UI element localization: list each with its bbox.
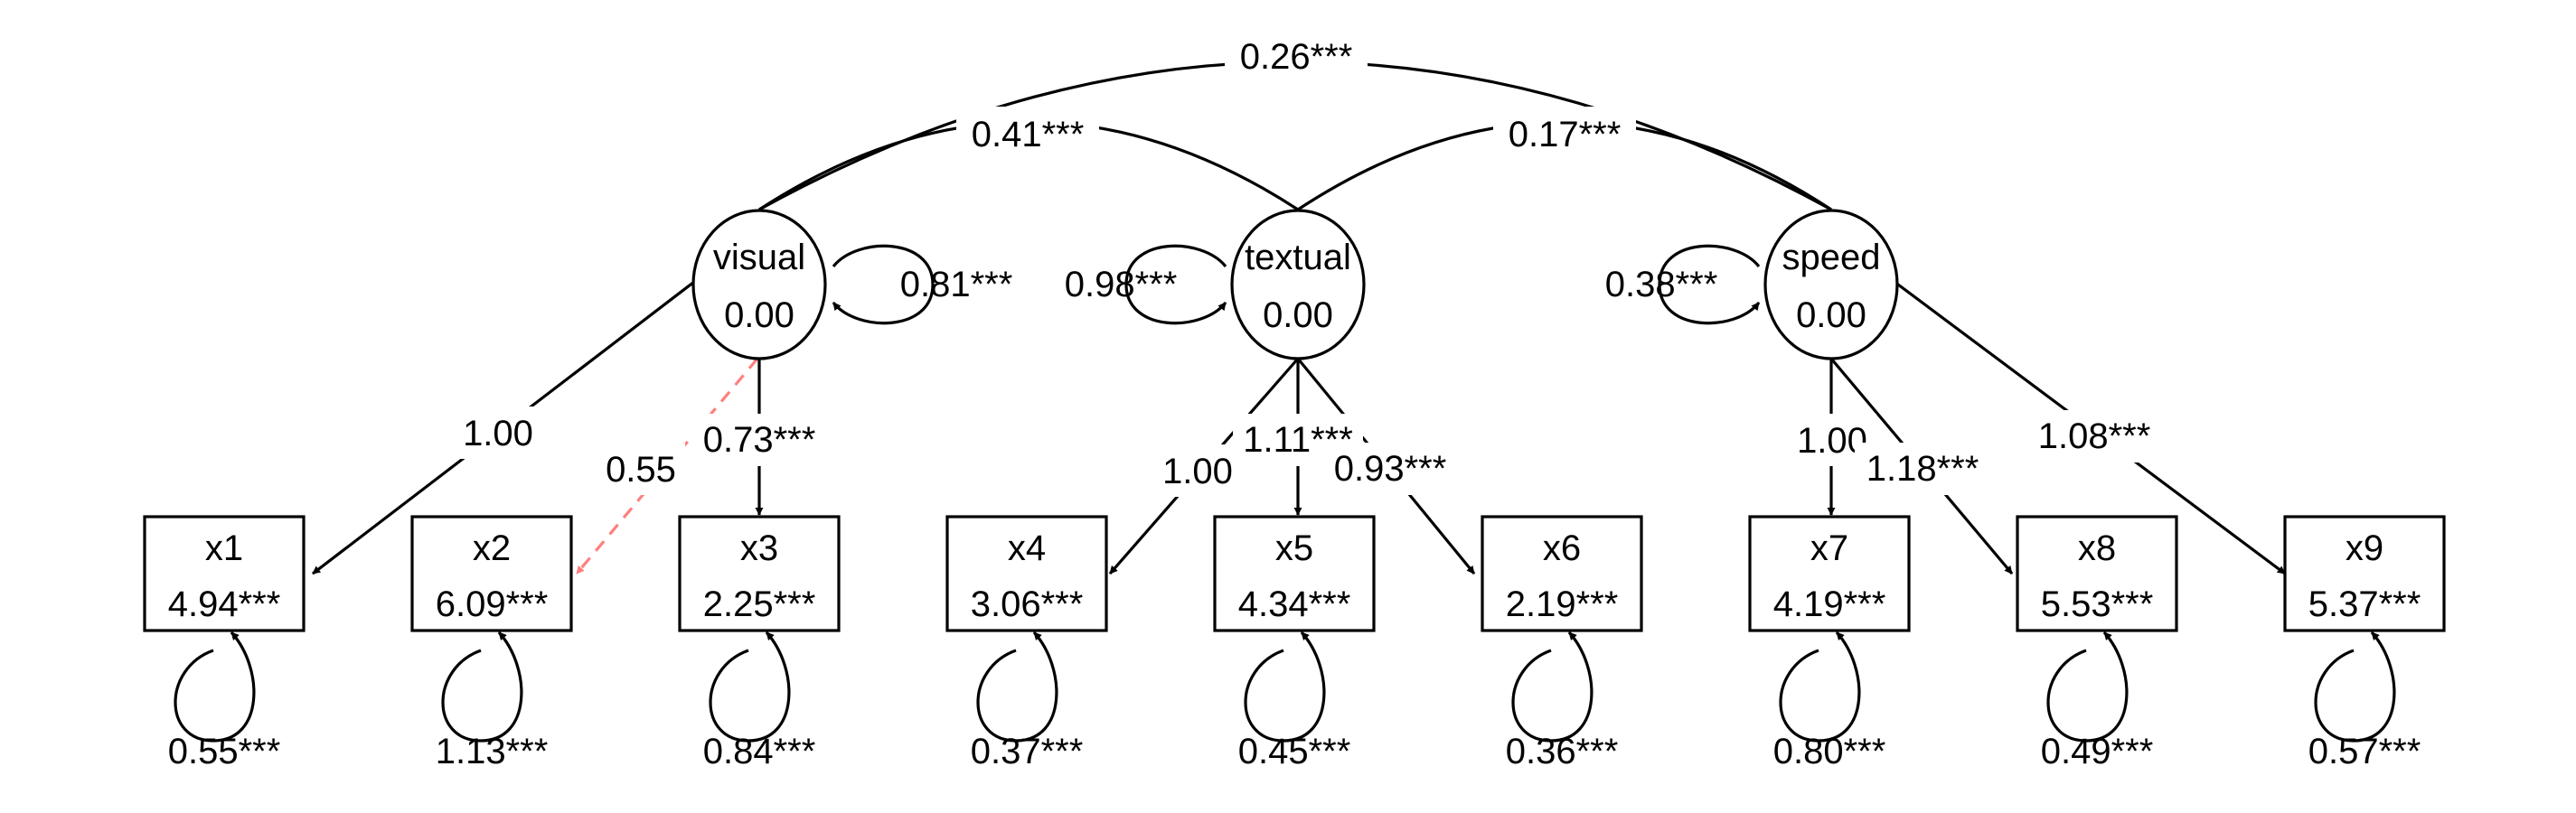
loading-label-visual-x3: 0.73***	[703, 420, 816, 460]
indicator-node-x8: x8 5.53***	[2016, 515, 2178, 632]
residual-label-x4: 0.37***	[971, 732, 1084, 771]
residual-label-x9: 0.57***	[2308, 732, 2421, 771]
residual-loop-x2	[441, 631, 523, 743]
residual-labels: 0.55*** 1.13*** 0.84*** 0.37*** 0.45*** …	[168, 732, 2421, 771]
indicator-nodes: x1 4.94*** x2 6.09*** x3 2.25*** x4 3.06…	[143, 515, 2446, 632]
indicator-value-x6: 2.19***	[1506, 584, 1619, 624]
indicator-name-x9: x9	[2346, 528, 2383, 568]
loading-label-speed-x8: 1.18***	[1866, 449, 1979, 489]
variance-label-speed: 0.38***	[1605, 265, 1718, 304]
indicator-name-x7: x7	[1810, 528, 1848, 568]
indicator-value-x1: 4.94***	[168, 584, 281, 624]
covariance-label-visual-speed: 0.26***	[1240, 37, 1353, 77]
covariance-labels: 0.26*** 0.41*** 0.17***	[956, 29, 1636, 161]
indicator-value-x4: 3.06***	[971, 584, 1084, 624]
indicator-node-x9: x9 5.37***	[2283, 515, 2446, 632]
loading-label-visual-x1: 1.00	[463, 414, 533, 453]
residual-loops	[174, 631, 2396, 743]
indicator-value-x5: 4.34***	[1238, 584, 1351, 624]
covariance-label-visual-textual: 0.41***	[972, 115, 1085, 154]
indicator-node-x5: x5 4.34***	[1213, 515, 1376, 632]
indicator-node-x1: x1 4.94***	[143, 515, 306, 632]
latent-value-textual: 0.00	[1263, 295, 1333, 335]
latent-variance-labels: 0.81*** 0.98*** 0.38***	[900, 265, 1718, 304]
variance-loop-visual	[832, 244, 935, 325]
latent-value-speed: 0.00	[1796, 295, 1866, 335]
latent-name-visual: visual	[713, 238, 805, 277]
residual-loop-x4	[976, 631, 1058, 743]
variance-loop-speed	[1658, 244, 1761, 325]
indicator-name-x1: x1	[205, 528, 243, 568]
indicator-node-x2: x2 6.09***	[410, 515, 573, 632]
indicator-value-x8: 5.53***	[2041, 584, 2154, 624]
indicator-value-x3: 2.25***	[703, 584, 816, 624]
indicator-node-x3: x3 2.25***	[678, 515, 841, 632]
indicator-name-x8: x8	[2078, 528, 2116, 568]
indicator-name-x4: x4	[1008, 528, 1046, 568]
indicator-node-x7: x7 4.19***	[1748, 515, 1911, 632]
indicator-name-x6: x6	[1543, 528, 1581, 568]
loading-label-textual-x6: 0.93***	[1334, 449, 1447, 489]
residual-loop-x1	[174, 631, 256, 743]
latent-node-visual: visual 0.00	[691, 209, 827, 360]
indicator-value-x7: 4.19***	[1773, 584, 1886, 624]
residual-label-x3: 0.84***	[703, 732, 816, 771]
latent-name-speed: speed	[1782, 238, 1881, 277]
indicator-name-x2: x2	[473, 528, 511, 568]
latent-node-speed: speed 0.00	[1763, 209, 1899, 360]
indicator-value-x9: 5.37***	[2308, 584, 2421, 624]
variance-loop-textual	[1124, 244, 1227, 325]
residual-label-x6: 0.36***	[1506, 732, 1619, 771]
indicator-node-x4: x4 3.06***	[945, 515, 1108, 632]
residual-label-x5: 0.45***	[1238, 732, 1351, 771]
covariance-label-textual-speed: 0.17***	[1509, 115, 1622, 154]
residual-loop-x6	[1511, 631, 1594, 743]
latent-nodes: visual 0.00 textual 0.00 speed 0.00	[691, 209, 1899, 360]
residual-label-x2: 1.13***	[436, 732, 549, 771]
latent-value-visual: 0.00	[724, 295, 794, 335]
variance-label-textual: 0.98***	[1065, 265, 1178, 304]
indicator-name-x5: x5	[1275, 528, 1313, 568]
loading-label-speed-x9: 1.08***	[2038, 416, 2151, 456]
residual-loop-x5	[1244, 631, 1326, 743]
covariance-edges	[758, 61, 1832, 211]
latent-name-textual: textual	[1245, 238, 1351, 277]
residual-label-x1: 0.55***	[168, 732, 281, 771]
residual-loop-x9	[2314, 631, 2396, 743]
residual-label-x8: 0.49***	[2041, 732, 2154, 771]
variance-label-visual: 0.81***	[900, 265, 1013, 304]
latent-node-textual: textual 0.00	[1230, 209, 1366, 360]
residual-loop-x3	[709, 631, 791, 743]
loading-label-visual-x2: 0.55	[606, 450, 676, 490]
loading-label-textual-x4: 1.00	[1162, 452, 1233, 491]
residual-loop-x8	[2046, 631, 2129, 743]
indicator-value-x2: 6.09***	[436, 584, 549, 624]
residual-loop-x7	[1779, 631, 1861, 743]
residual-label-x7: 0.80***	[1773, 732, 1886, 771]
indicator-node-x6: x6 2.19***	[1481, 515, 1643, 632]
latent-variance-loops	[832, 244, 1761, 325]
loading-labels: 1.00 0.55 0.73*** 1.00 1.11*** 0.93*** 1…	[454, 406, 2162, 497]
indicator-name-x3: x3	[740, 528, 778, 568]
